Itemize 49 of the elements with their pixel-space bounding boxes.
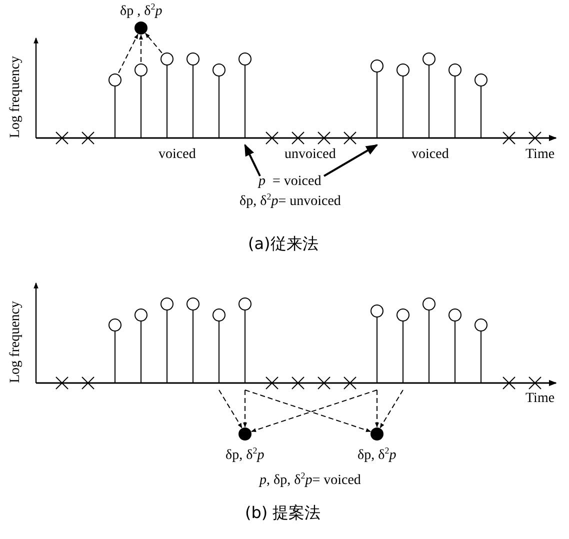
stem-marker: [160, 298, 174, 384]
dot-label: δp, δ$^{2}$p: [226, 448, 264, 464]
segment-label: voiced: [412, 147, 449, 163]
stem-marker: [212, 308, 226, 384]
stem-marker: [134, 64, 148, 138]
dot-label: δp, δ$^{2}$p: [358, 448, 396, 464]
stem-marker: [448, 64, 462, 138]
stem-marker: [108, 318, 122, 384]
axis-label: Log frequency: [8, 300, 24, 383]
panel-caption: (a)従来法: [248, 236, 318, 252]
stem-marker: [396, 64, 410, 138]
filled-dot: [370, 428, 384, 440]
stem-marker: [474, 318, 488, 384]
annotation-text: δp, δ$^{2}$p= unvoiced: [240, 194, 341, 210]
stem-marker: [370, 60, 384, 138]
stem-marker: [186, 298, 200, 384]
stem-marker: [186, 52, 200, 138]
stem-marker: [422, 52, 436, 138]
axis-label: Time: [526, 147, 555, 163]
stem-marker: [134, 308, 148, 384]
dashed-arrow: [218, 390, 242, 428]
annotation-text: p = voiced: [258, 174, 322, 190]
dashed-arrow: [375, 390, 379, 428]
dot-label: δp , δ$^{2}$p: [120, 4, 162, 20]
note-text: p, δp, δ$^{2}$p= voiced: [260, 473, 361, 489]
filled-dot: [238, 428, 252, 440]
leader-arrow: [244, 144, 261, 176]
dashed-arrow: [145, 32, 162, 54]
dashed-arrow: [139, 34, 143, 62]
stem-marker: [422, 298, 436, 384]
axis-label: Time: [526, 391, 555, 407]
dashed-arrow: [243, 390, 247, 428]
stem-marker: [108, 74, 122, 138]
stem-marker: [238, 298, 252, 384]
axis-label: Log frequency: [8, 56, 24, 138]
dashed-arrow: [118, 34, 138, 74]
segment-label: unvoiced: [284, 147, 336, 163]
stem-marker: [370, 304, 384, 384]
stem-marker: [448, 308, 462, 384]
dashed-arrow: [380, 390, 404, 428]
stem-marker: [474, 74, 488, 138]
stem-marker: [238, 52, 252, 138]
filled-dot: [134, 22, 148, 34]
leader-arrow: [324, 144, 378, 177]
stem-marker: [396, 308, 410, 384]
segment-label: voiced: [158, 147, 196, 163]
stem-marker: [160, 52, 174, 138]
stem-marker: [212, 64, 226, 138]
panel-caption: (b) 提案法: [245, 505, 321, 521]
